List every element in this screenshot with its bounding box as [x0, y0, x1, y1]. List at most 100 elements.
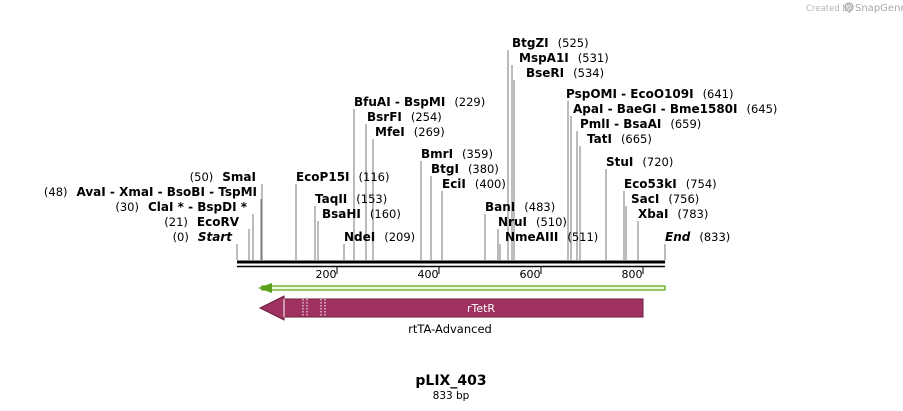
site-position: (525) — [558, 36, 589, 50]
ruler-tick-label: 600 — [520, 268, 541, 281]
site-name: EciI — [442, 177, 466, 191]
site-name: PmlI - BsaAI — [580, 117, 661, 131]
site-position: (483) — [524, 200, 555, 214]
site-enzyme: PspOMI — [566, 87, 617, 101]
primer-arrowhead-icon — [258, 283, 272, 293]
site-position: (833) — [699, 230, 730, 244]
site-position: (229) — [454, 95, 485, 109]
site-name: NmeAIII — [505, 230, 558, 244]
site-label-stui[interactable]: StuI(720) — [606, 155, 673, 169]
site-label-saci[interactable]: SacI (756) — [631, 192, 699, 206]
site-name: AvaI - XmaI - BsoBI - TspMI — [77, 185, 258, 199]
site-label-nmeaiii[interactable]: NmeAIII (511) — [505, 230, 598, 244]
feature-container-label: rtTA-Advanced — [408, 322, 492, 336]
site-enzyme: ApaI — [573, 102, 603, 116]
site-name: Start — [198, 230, 233, 244]
site-label-xbai[interactable]: XbaI (783) — [638, 207, 708, 221]
feature-rtetr: rTetR — [258, 295, 644, 321]
site-name: MfeI — [375, 125, 405, 139]
site-label-bsrfi[interactable]: BsrFI(254) — [367, 110, 442, 124]
site-enzyme: BsoBI — [167, 185, 205, 199]
site-position: (160) — [370, 207, 401, 221]
site-position: (21) — [164, 215, 188, 229]
site-name: EcoP15I — [296, 170, 350, 184]
site-label-end[interactable]: End(833) — [665, 230, 730, 244]
site-labels: BtgZI (525)MspA1I(531)BseRI (534) PspOMI - … — [44, 36, 778, 244]
site-separator: - — [153, 185, 166, 199]
site-label-mfei[interactable]: MfeI (269) — [375, 125, 445, 139]
ruler-tick-label: 800 — [622, 268, 643, 281]
site-name: TaqII — [315, 192, 347, 206]
site-enzyme: BspDI * — [197, 200, 247, 214]
site-name: BsaHI — [322, 207, 361, 221]
primer-bar — [261, 285, 666, 291]
site-separator: - — [603, 102, 616, 116]
site-name: BseRI — [526, 66, 564, 80]
site-label-nrui[interactable]: NruI(510) — [498, 215, 567, 229]
site-label-econ15i[interactable]: EcoP15I(116) — [296, 170, 389, 184]
site-position: (645) — [747, 102, 778, 116]
site-label-btgzi[interactable]: BtgZI (525) — [512, 36, 589, 50]
site-name: BtgZI — [512, 36, 549, 50]
site-enzyme: BsaAI — [623, 117, 661, 131]
site-label-ecii[interactable]: EciI(400) — [442, 177, 506, 191]
site-position: (30) — [115, 200, 139, 214]
site-label-bfuai[interactable]: BfuAI - BspMI(229) — [354, 95, 485, 109]
site-enzyme: EciI — [442, 177, 466, 191]
site-enzyme: XmaI — [119, 185, 153, 199]
site-position: (756) — [668, 192, 699, 206]
site-enzyme: NruI — [498, 215, 527, 229]
site-label-clai[interactable]: ClaI * - BspDI *(30) — [115, 200, 247, 214]
site-name: XbaI — [638, 207, 668, 221]
site-label-bseri[interactable]: BseRI (534) — [526, 66, 604, 80]
site-position: (534) — [573, 66, 604, 80]
site-enzyme: BanI — [485, 200, 515, 214]
site-position: (531) — [578, 51, 609, 65]
site-label-taqii[interactable]: TaqII (153) — [315, 192, 387, 206]
site-enzyme: EcoRV — [197, 215, 240, 229]
site-name: SacI — [631, 192, 659, 206]
site-enzyme: SmaI — [222, 170, 256, 184]
site-label-pmli[interactable]: PmlI - BsaAI (659) — [580, 117, 701, 131]
site-name: EcoRV — [197, 215, 240, 229]
plasmid-length: 833 bp — [433, 390, 470, 402]
site-position: (269) — [414, 125, 445, 139]
site-label-mspa1i[interactable]: MspA1I(531) — [519, 51, 609, 65]
site-position: (659) — [670, 117, 701, 131]
site-name: PspOMI - EcoO109I — [566, 87, 694, 101]
site-name: Eco53kI — [624, 177, 677, 191]
site-enzyme: MfeI — [375, 125, 405, 139]
site-label-tati[interactable]: TatI(665) — [587, 132, 652, 146]
site-separator: - — [610, 117, 623, 131]
site-name: NruI — [498, 215, 527, 229]
site-label-bmri[interactable]: BmrI(359) — [421, 147, 493, 161]
site-enzyme: NmeAIII — [505, 230, 558, 244]
site-label-pspomi[interactable]: PspOMI - EcoO109I (641) — [566, 87, 734, 101]
site-name: NdeI — [344, 230, 375, 244]
site-position: (511) — [567, 230, 598, 244]
site-label-apai[interactable]: ApaI - BaeGI - Bme1580I(645) — [573, 102, 777, 116]
feature-arrow — [258, 295, 644, 321]
site-label-start[interactable]: Start(0) — [173, 230, 234, 244]
site-position: (783) — [677, 207, 708, 221]
site-name: BanI — [485, 200, 515, 214]
site-label-bsahi[interactable]: BsaHI (160) — [322, 207, 401, 221]
site-leader-lines — [236, 50, 666, 260]
site-position: (641) — [703, 87, 734, 101]
site-label-bani[interactable]: BanI (483) — [485, 200, 555, 214]
site-label-ndei[interactable]: NdeI(209) — [344, 230, 415, 244]
site-label-btgi[interactable]: BtgI(380) — [431, 162, 499, 176]
site-label-eco53ki[interactable]: Eco53kI(754) — [624, 177, 717, 191]
credit-prefix: Created by — [806, 4, 853, 14]
site-label-avai[interactable]: AvaI - XmaI - BsoBI - TspMI(48) — [44, 185, 257, 199]
site-position: (153) — [356, 192, 387, 206]
site-separator: - — [184, 200, 197, 214]
site-separator: - — [391, 95, 404, 109]
site-label-smai[interactable]: SmaI (50) — [190, 170, 256, 184]
site-position: (50) — [190, 170, 214, 184]
site-separator: - — [657, 102, 670, 116]
site-enzyme: StuI — [606, 155, 633, 169]
site-enzyme: EcoP15I — [296, 170, 350, 184]
site-label-ecorv[interactable]: EcoRV (21) — [164, 215, 239, 229]
